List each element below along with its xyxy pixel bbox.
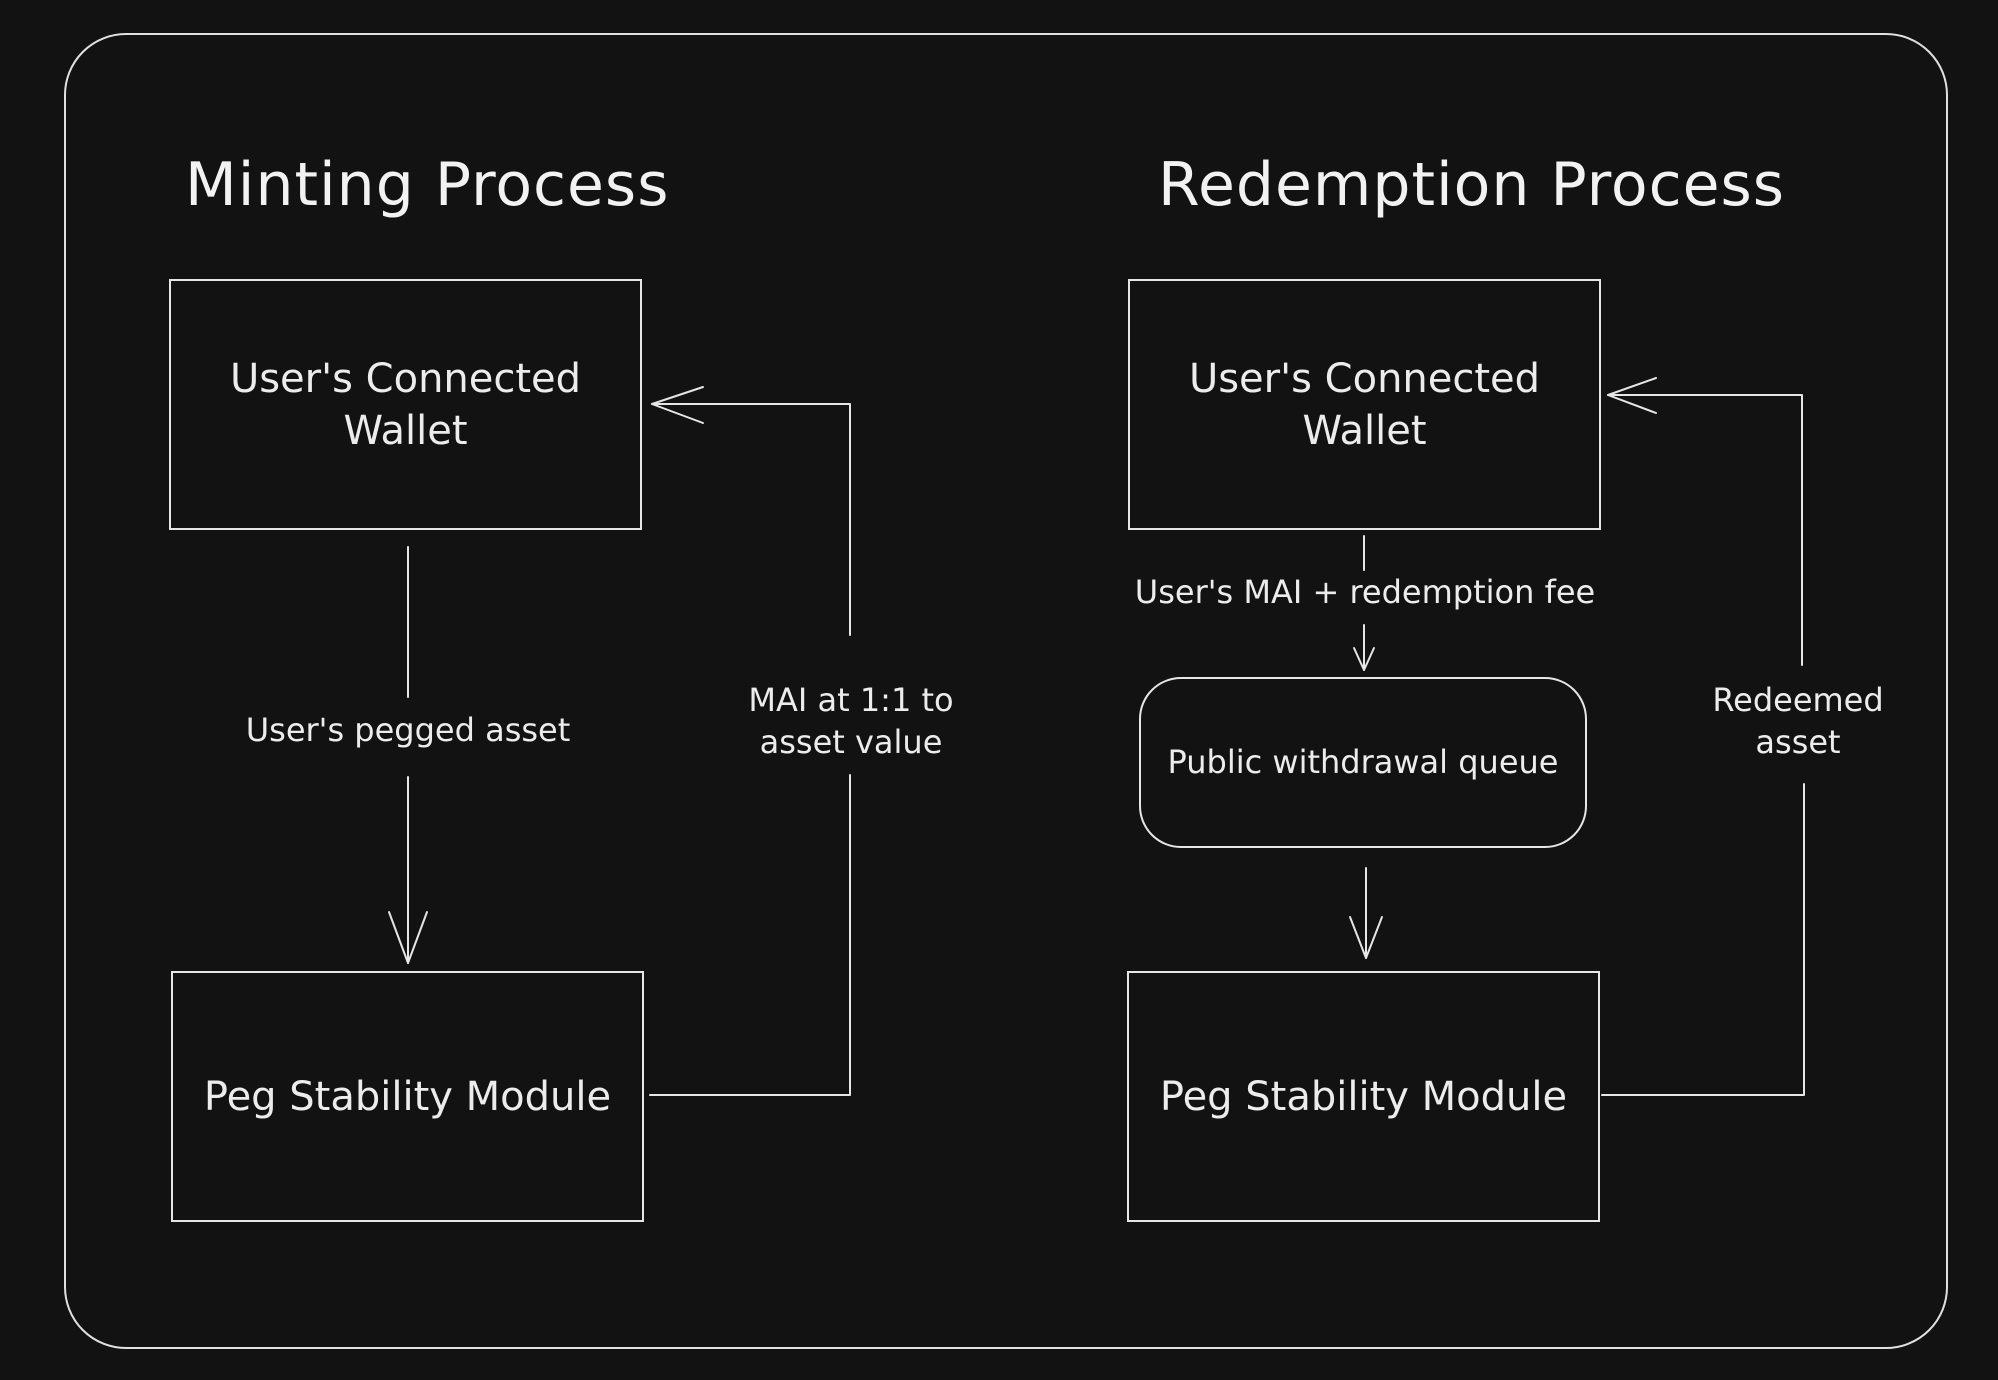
minting-wallet-box-label: User's Connected Wallet [229, 355, 582, 454]
redemption-psm-box: Peg Stability Module [1127, 971, 1600, 1222]
redemption-asset-arrow [1601, 377, 1805, 1096]
minting-title: Minting Process [185, 150, 670, 220]
minting-asset-label: User's pegged asset [245, 711, 571, 749]
redemption-fee-arrow [1353, 535, 1375, 671]
minting-wallet-box: User's Connected Wallet [169, 279, 642, 530]
redemption-fee-label: User's MAI + redemption fee [1134, 573, 1596, 611]
redemption-wallet-box-label: User's Connected Wallet [1188, 355, 1541, 454]
queue-to-psm-arrow [1349, 867, 1383, 959]
diagram-frame [64, 33, 1948, 1349]
minting-mai-label: MAI at 1:1 to asset value [748, 681, 954, 761]
withdrawal-queue-box: Public withdrawal queue [1139, 677, 1587, 848]
redemption-title: Redemption Process [1158, 150, 1786, 220]
minting-psm-box: Peg Stability Module [171, 971, 644, 1222]
redemption-asset-label: Redeemed asset [1712, 681, 1884, 761]
withdrawal-queue-box-label: Public withdrawal queue [1167, 742, 1559, 781]
redemption-psm-box-label: Peg Stability Module [1159, 1073, 1568, 1120]
minting-mai-arrow [649, 386, 851, 1096]
redemption-wallet-box: User's Connected Wallet [1128, 279, 1601, 530]
minting-asset-arrow [388, 546, 428, 964]
minting-psm-box-label: Peg Stability Module [203, 1073, 612, 1120]
